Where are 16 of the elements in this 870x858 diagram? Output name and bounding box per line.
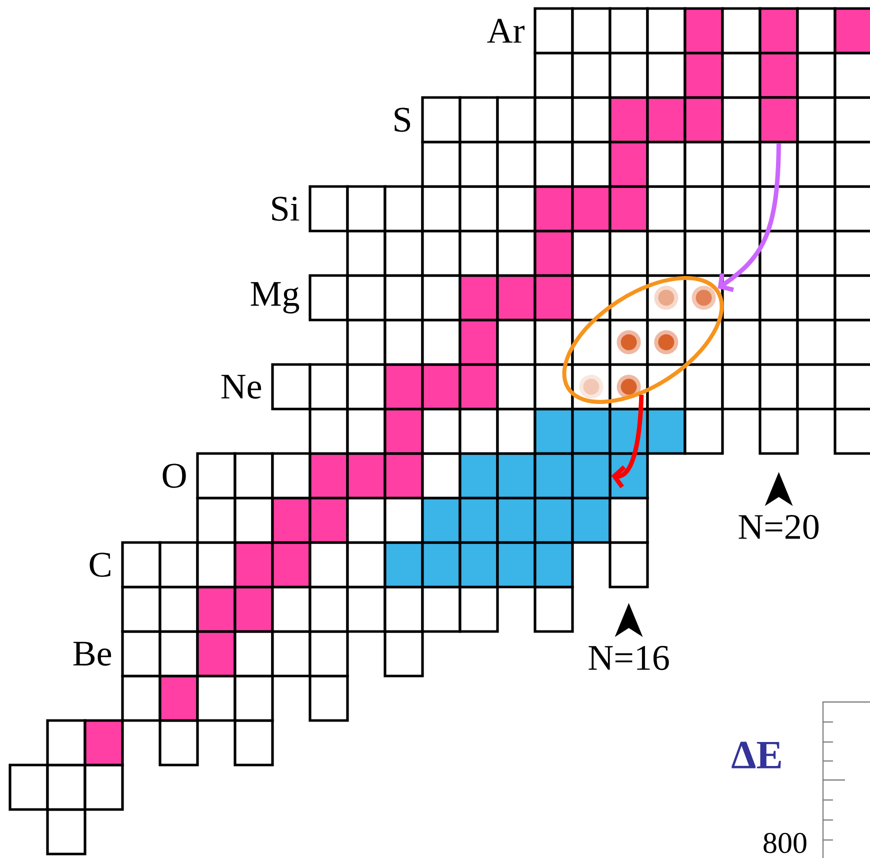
- element-label: O: [162, 464, 186, 488]
- element-label: Ar: [487, 18, 524, 43]
- element-label: Si: [272, 196, 300, 221]
- element-label: Be: [73, 642, 112, 666]
- element-label: C: [90, 552, 110, 577]
- element-label: Mg: [250, 282, 300, 314]
- axis-label: ΔE: [732, 742, 781, 768]
- neutron-number-label: N=20: [738, 514, 819, 540]
- element-label: S: [394, 108, 410, 132]
- curved-arrow: [718, 143, 781, 292]
- nuclide-cell: [758, 96, 799, 144]
- nuclide-cell: [571, 452, 612, 500]
- neutron-number-label: N=16: [588, 646, 669, 670]
- curved-arrow: [611, 394, 644, 488]
- element-label: Ne: [221, 374, 262, 399]
- tick-label: 800: [764, 832, 806, 854]
